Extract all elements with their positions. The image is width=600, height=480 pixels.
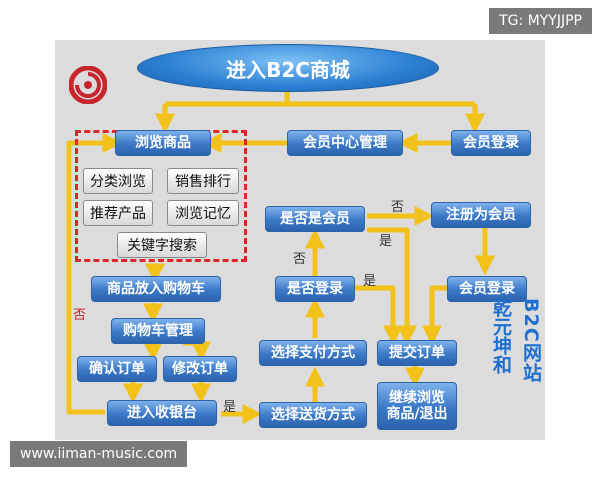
node-cart-manage[interactable]: 购物车管理 (111, 318, 205, 344)
node-member-login[interactable]: 会员登录 (451, 130, 531, 156)
label-no-ismember: 否 (391, 200, 405, 215)
option-recommended[interactable]: 推荐产品 (83, 200, 153, 226)
node-member-login-2[interactable]: 会员登录 (447, 276, 527, 302)
node-submit-order[interactable]: 提交订单 (377, 340, 457, 366)
connector-layer (66, 90, 495, 424)
node-continue-browse[interactable]: 继续浏览商品/退出 (377, 382, 457, 430)
node-checkout[interactable]: 进入收银台 (107, 400, 217, 426)
arrow-loggedin-yes-to-submit (349, 285, 403, 346)
page-title[interactable]: 进入B2C商城 (137, 44, 439, 92)
brand-line-2: 乾元坤和 (490, 298, 512, 374)
node-browse[interactable]: 浏览商品 (115, 130, 211, 156)
node-member-center[interactable]: 会员中心管理 (287, 130, 403, 156)
node-choose-payment[interactable]: 选择支付方式 (259, 340, 367, 366)
logo-icon (69, 66, 107, 104)
watermark: TG: MYYJJPP (489, 8, 592, 34)
option-keyword[interactable]: 关键字搜索 (117, 232, 207, 258)
node-add-cart[interactable]: 商品放入购物车 (91, 276, 221, 302)
label-no-loggedin: 否 (293, 252, 307, 267)
site-url-label: www.iiman-music.com (10, 441, 188, 467)
arrow-title-to-branches (165, 90, 475, 107)
label-no-left: 否 (73, 308, 87, 323)
node-is-member[interactable]: 是否是会员 (265, 206, 365, 232)
arrow-no-back-to-browse (66, 133, 123, 415)
node-confirm-order[interactable]: 确认订单 (77, 356, 157, 382)
option-category[interactable]: 分类浏览 (83, 168, 153, 194)
node-modify-order[interactable]: 修改订单 (163, 356, 237, 382)
arrow-ismember-yes-to-submit (367, 227, 417, 346)
label-yes-checkout: 是 (223, 400, 237, 415)
label-yes-loggedin: 是 (363, 274, 377, 289)
option-history[interactable]: 浏览记忆 (167, 200, 239, 226)
label-yes-ismember: 是 (379, 234, 393, 249)
node-register[interactable]: 注册为会员 (431, 202, 531, 228)
arrow-manage-to-modify (183, 340, 211, 362)
option-ranking[interactable]: 销售排行 (167, 168, 239, 194)
flowchart-canvas: 进入B2C商城 浏览商品 会员中心管理 会员登录 分类浏览 销售排行 推荐产品 … (55, 40, 545, 440)
brand-line-1: B2C网站 (520, 298, 542, 383)
brand-vertical-text: B2C网站 乾元坤和 (485, 298, 545, 428)
node-choose-delivery[interactable]: 选择送货方式 (259, 402, 367, 428)
node-is-logged-in[interactable]: 是否登录 (275, 276, 355, 302)
